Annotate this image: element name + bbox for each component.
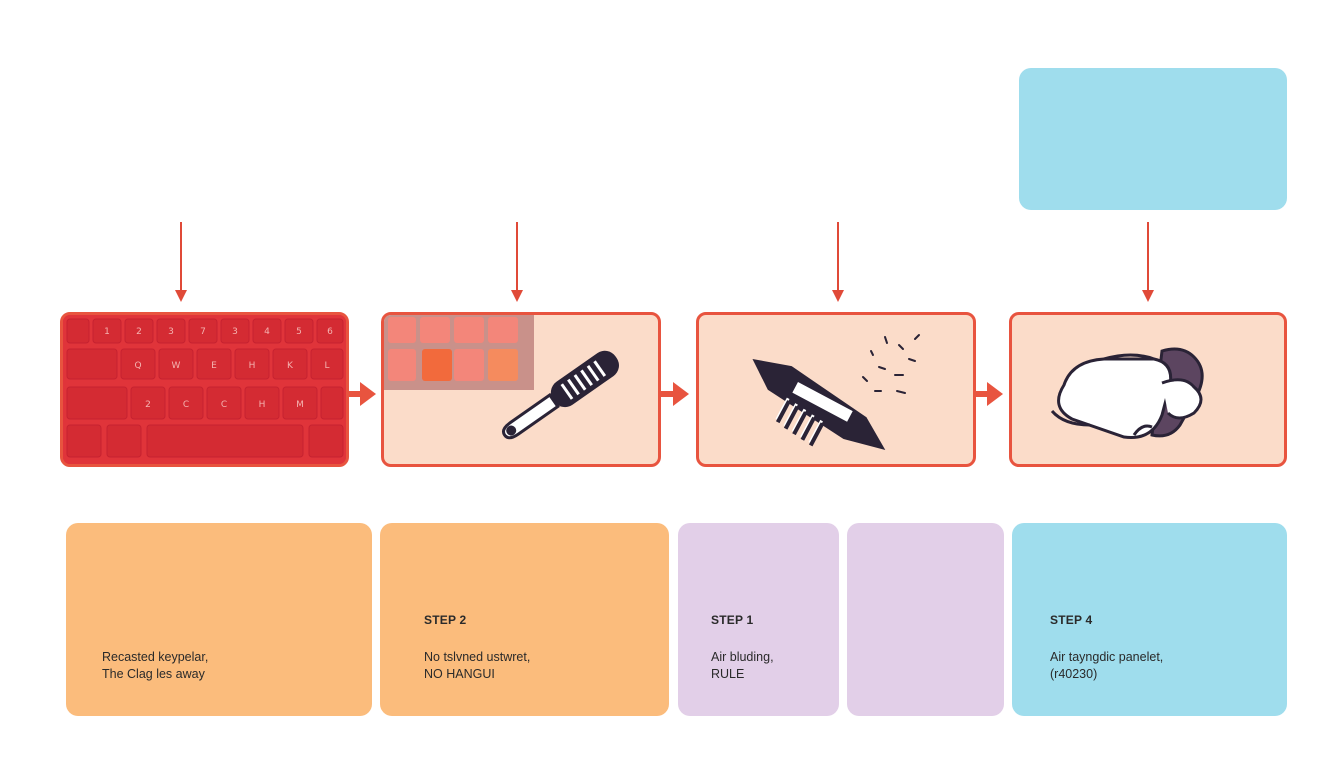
cloth-wipe-icon <box>1050 347 1204 440</box>
step-card-2: STEP 2 No tslvned ustwret, NO HANGUI <box>380 523 669 716</box>
panel-brush-dust <box>696 312 976 467</box>
panel-keyboard: 1 2 3 7 3 4 5 6 Q W E H K L 2 C C H M <box>60 312 349 467</box>
right-arrow-1 <box>348 382 376 406</box>
key-label: H <box>259 400 266 410</box>
key-label: 3 <box>168 327 174 337</box>
step-card-3: STEP 1 Air bluding, RULE <box>678 523 839 716</box>
step-card-3-title: STEP 1 <box>711 613 754 627</box>
key-label: C <box>183 400 189 410</box>
key-label: E <box>211 361 217 371</box>
right-arrow-3 <box>975 382 1003 406</box>
panel-keycap-puller <box>381 312 661 467</box>
key-label: M <box>296 400 304 410</box>
key-label: 3 <box>232 327 238 337</box>
step-card-1: Recasted keypelar, The Clag les away <box>66 523 372 716</box>
key-label: 2 <box>136 327 142 337</box>
key-label: K <box>287 361 294 371</box>
key-label: H <box>249 361 256 371</box>
keycap-puller-icon <box>384 315 619 440</box>
key-label: W <box>172 361 181 371</box>
key-label: 7 <box>200 327 206 337</box>
key-label: 6 <box>327 327 333 337</box>
step-card-3-line1: Air bluding, <box>711 650 774 664</box>
step-card-3-line2: RULE <box>711 667 745 681</box>
step-card-4 <box>847 523 1004 716</box>
keyboard-icon: 1 2 3 7 3 4 5 6 Q W E H K L 2 C C H M <box>63 315 346 464</box>
key-label: Q <box>134 361 141 371</box>
step-card-5-line2: (r40230) <box>1050 667 1098 681</box>
top-callout-box <box>1019 68 1287 210</box>
step-card-1-line2: The Clag les away <box>102 667 205 681</box>
key-label: 2 <box>145 400 151 410</box>
step-card-5-line1: Air tayngdic panelet, <box>1050 650 1164 664</box>
brush-dust-icon <box>752 334 920 450</box>
step-card-5-title: STEP 4 <box>1050 613 1093 627</box>
step-card-1-line1: Recasted keypelar, <box>102 650 209 664</box>
step-card-2-title: STEP 2 <box>424 613 467 627</box>
key-label: C <box>221 400 227 410</box>
key-label: 4 <box>264 327 270 337</box>
step-card-2-line2: NO HANGUI <box>424 667 495 681</box>
step-card-2-line1: No tslvned ustwret, <box>424 650 531 664</box>
key-label: 1 <box>104 327 110 337</box>
key-label: 5 <box>296 327 302 337</box>
right-arrow-2 <box>661 382 689 406</box>
panel-cloth-wipe <box>1009 312 1287 467</box>
step-card-5: STEP 4 Air tayngdic panelet, (r40230) <box>1012 523 1287 716</box>
key-label: L <box>324 361 329 371</box>
